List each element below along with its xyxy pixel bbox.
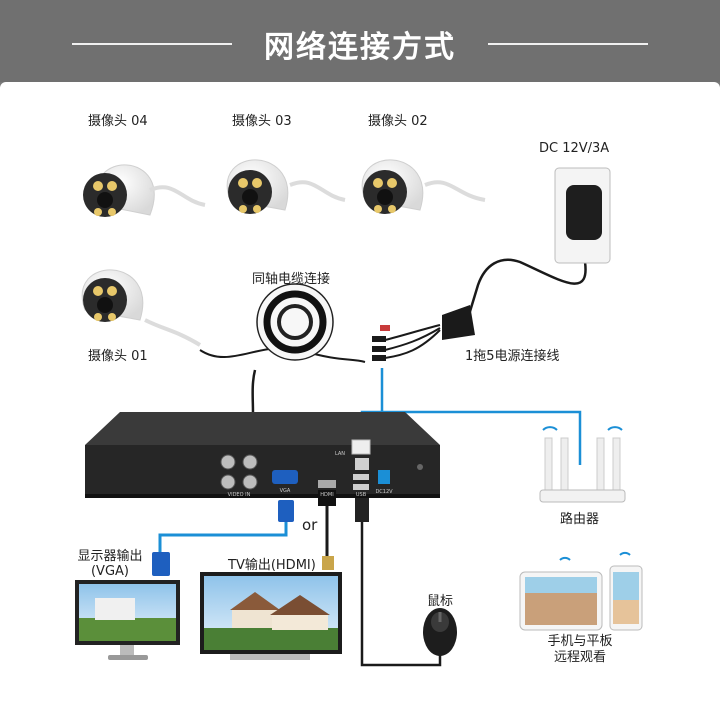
mobile-label: 手机与平板 远程观看 [545, 634, 615, 666]
lan-port-label: LAN [335, 451, 345, 457]
camera-02-label: 摄像头 02 [368, 114, 428, 129]
camera-04-label: 摄像头 04 [88, 114, 148, 129]
page-title: 网络连接方式 [264, 30, 456, 65]
camera-03-label: 摄像头 03 [232, 114, 292, 129]
hdmi-port-label: HDMI [320, 492, 333, 498]
header-bar: 网络连接方式 [0, 0, 720, 82]
coax-cable-icon [256, 283, 334, 361]
router-label: 路由器 [560, 512, 600, 527]
monitor-icon [75, 580, 180, 660]
power-splitter-icon [372, 305, 475, 361]
camera-04 [83, 164, 206, 217]
dc-port-label: DC12V [375, 489, 393, 495]
coax-label: 同轴电缆连接 [252, 272, 331, 287]
phone-icon [609, 551, 643, 631]
vga-output-label-line2: (VGA) [90, 564, 129, 579]
mouse-label: 鼠标 [427, 594, 454, 609]
or-label: or [302, 516, 318, 534]
camera-03 [226, 159, 346, 214]
hdmi-output-label: TV输出(HDMI) [228, 558, 316, 573]
power-adapter-label: DC 12V/3A [539, 141, 610, 156]
tv-icon [200, 572, 342, 660]
vga-output-label-line1: 显示器输出 [77, 549, 143, 564]
power-adapter-icon [554, 167, 611, 264]
hdmi-connector-icon [318, 490, 336, 570]
mouse-icon [423, 608, 457, 656]
camera-01-label: 摄像头 01 [88, 349, 148, 364]
usb-port-label: USB [356, 492, 367, 498]
title-divider-right [488, 43, 648, 45]
title-divider-left [72, 43, 232, 45]
mobile-label-line1: 手机与平板 [547, 634, 613, 649]
router-icon [539, 426, 626, 503]
vga-output-label: 显示器输出 (VGA) [75, 549, 145, 579]
mobile-label-line2: 远程观看 [553, 650, 606, 665]
dvr-recorder [85, 412, 440, 498]
camera-01 [81, 269, 202, 347]
vga-connector-icon [152, 500, 294, 576]
usb-plug-icon [351, 439, 371, 522]
camera-02 [361, 159, 486, 214]
vga-port-label: VGA [280, 488, 291, 494]
tablet-icon [519, 556, 603, 631]
splitter-label: 1拖5电源连接线 [465, 349, 560, 364]
video-in-port-label: VIDEO IN [228, 492, 251, 498]
